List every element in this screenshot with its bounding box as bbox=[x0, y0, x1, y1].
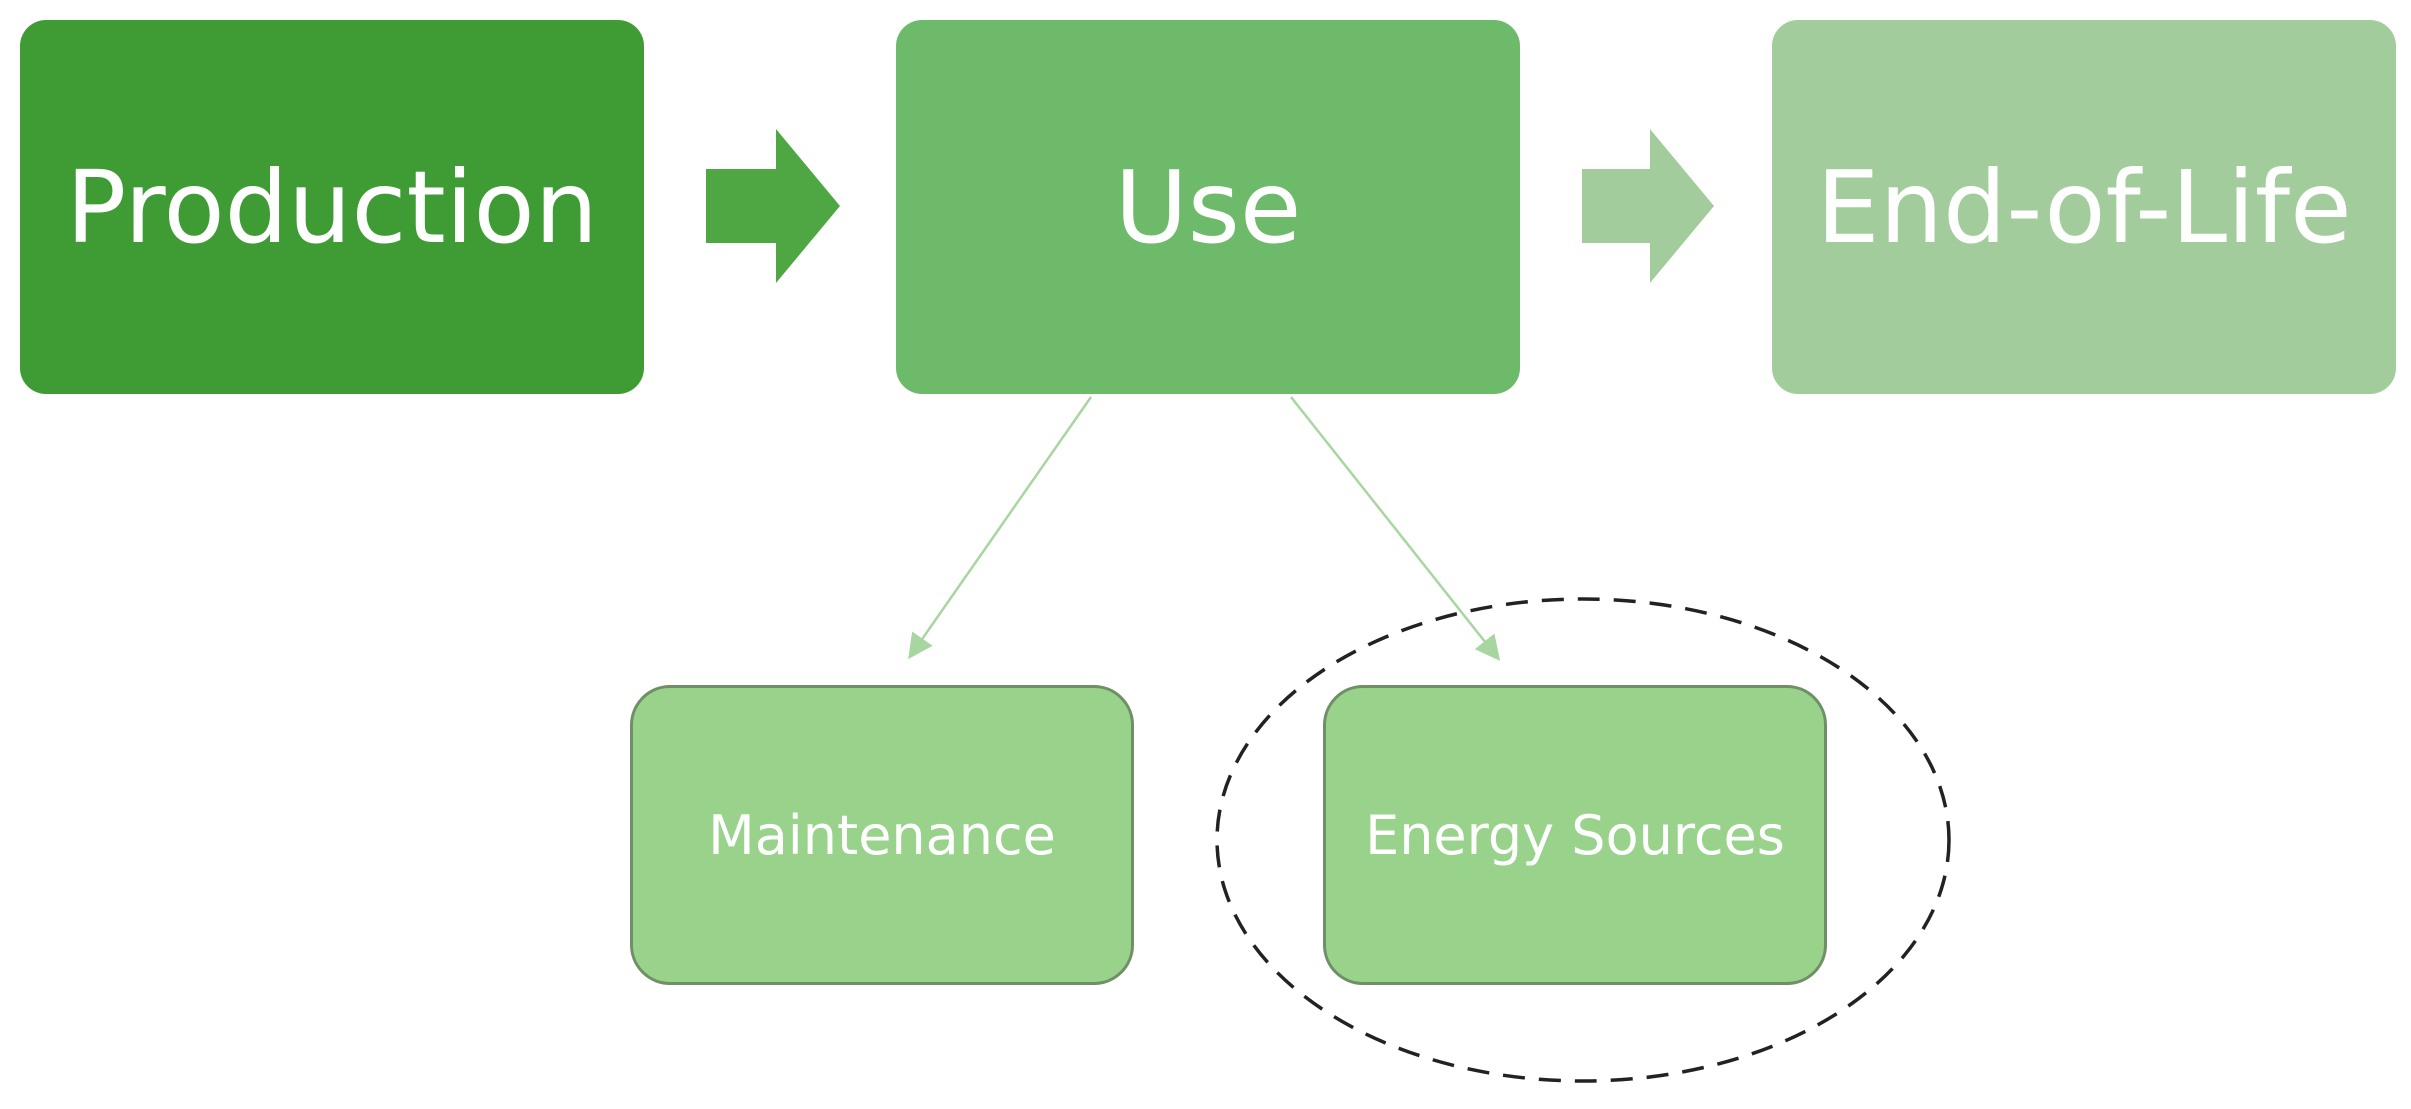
stage-production: Production bbox=[20, 20, 644, 394]
stage-end-of-life-label: End-of-Life bbox=[1816, 148, 2352, 266]
stage-end-of-life: End-of-Life bbox=[1772, 20, 2396, 394]
stage-production-label: Production bbox=[65, 148, 599, 266]
component-energy-sources: Energy Sources bbox=[1323, 685, 1827, 985]
component-maintenance-label: Maintenance bbox=[708, 803, 1056, 867]
component-energy-sources-label: Energy Sources bbox=[1365, 803, 1785, 867]
arrow-use-to-eol bbox=[1582, 129, 1714, 283]
stage-use: Use bbox=[896, 20, 1520, 394]
arrow-production-to-use bbox=[706, 129, 840, 283]
connector-use-to-energy-sources bbox=[1290, 396, 1501, 661]
stage-use-label: Use bbox=[1114, 148, 1302, 266]
connector-use-to-maintenance bbox=[908, 396, 1093, 660]
component-maintenance: Maintenance bbox=[630, 685, 1134, 985]
highlight-ellipse bbox=[1215, 597, 1951, 1083]
